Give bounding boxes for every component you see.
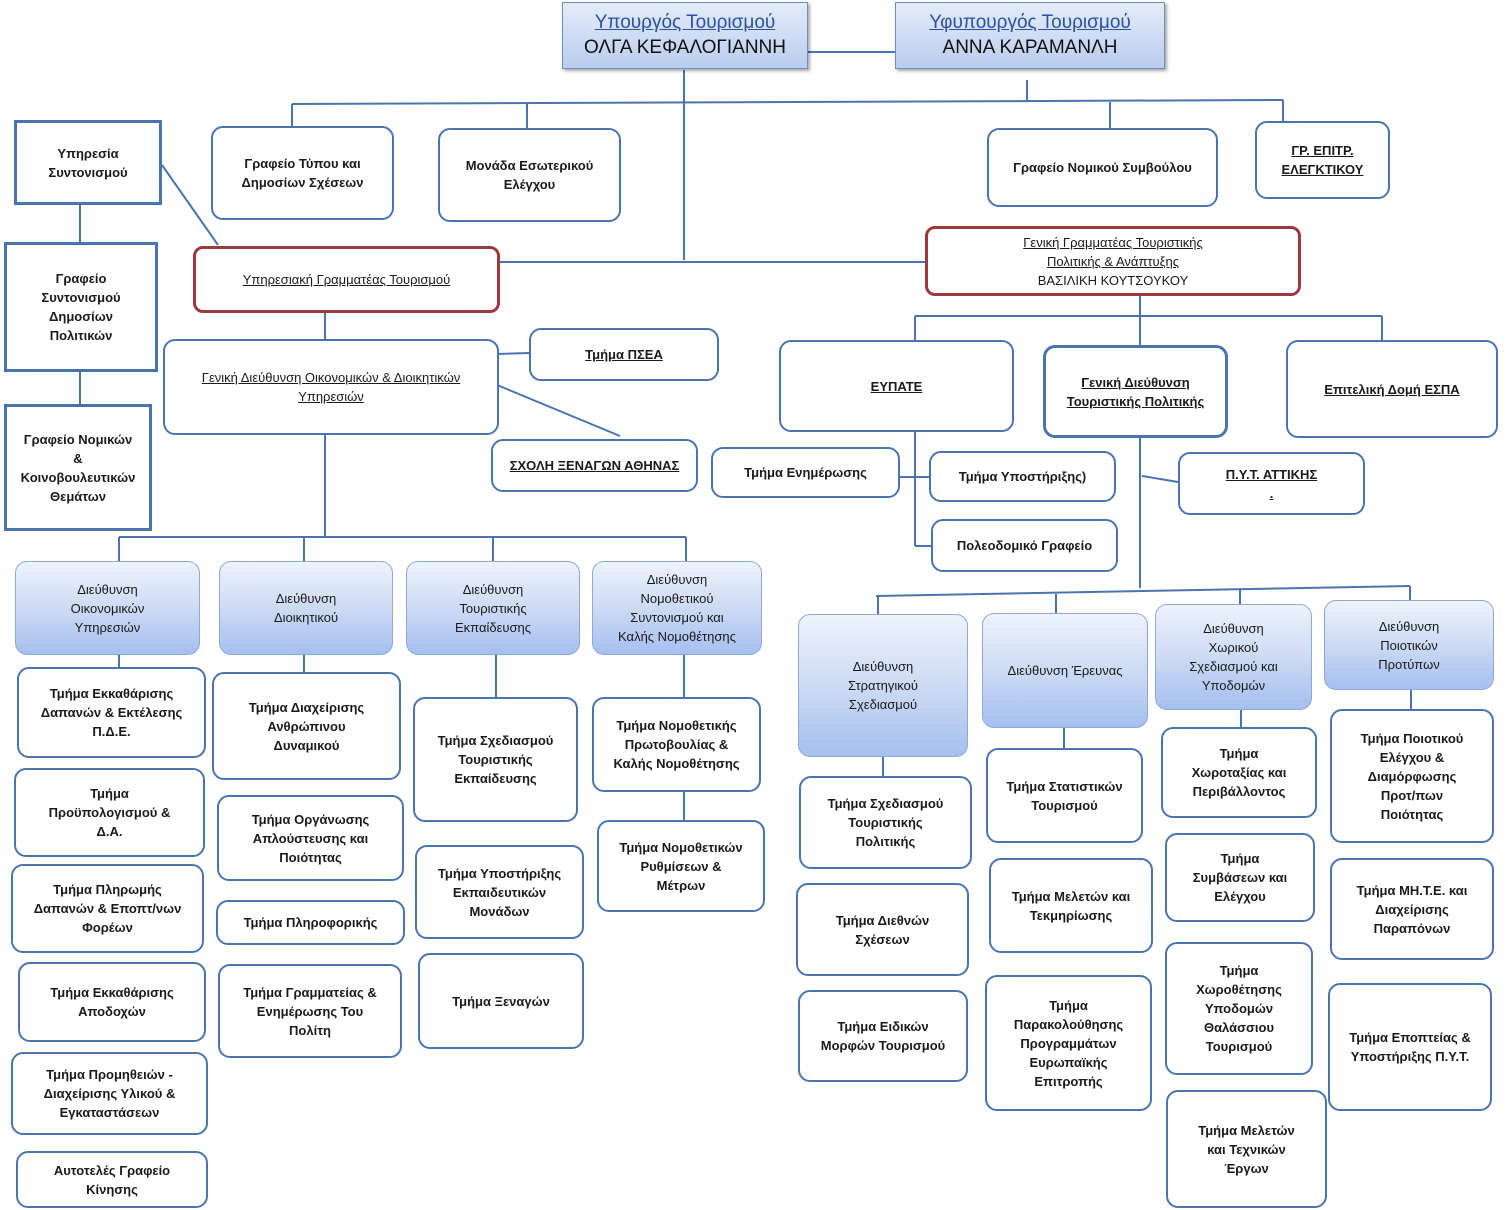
dept-box: Τμήμα Προϋπολογισμού & Δ.Α. [14,768,205,857]
directorate-administration-box: Διεύθυνση Διοικητικού [219,561,393,655]
dept-box: Τμήμα Μελετών και Τεχνικών Έργων [1166,1090,1327,1208]
directorate-tourism-education-box: Διεύθυνση Τουριστικής Εκπαίδευσης [406,561,580,655]
general-secretariat-name: ΒΑΣΙΛΙΚΗ ΚΟΥΤΣΟΥΚΟΥ [1037,272,1189,288]
service-secretary-box: Υπηρεσιακή Γραμματέας Τουρισμού [193,246,500,313]
guides-school-box: ΣΧΟΛΗ ΞΕΝΑΓΩΝ ΑΘΗΝΑΣ [491,439,698,492]
dept-box: Τμήμα Συμβάσεων και Ελέγχου [1165,833,1315,922]
public-policy-office-box: Γραφείο Συντονισμού Δημοσίων Πολιτικών [4,242,158,372]
minister-box: Υπουργός Τουρισμού ΟΛΓΑ ΚΕΦΑΛΟΓΙΑΝΝΗ [562,2,808,69]
deputy-minister-box: Υφυπουργός Τουρισμού ΑΝΝΑ ΚΑΡΑΜΑΝΛΗ [895,2,1165,69]
dept-box: Τμήμα Ποιοτικού Ελέγχου & Διαμόρφωσης Πρ… [1330,709,1494,843]
directorate-strategic-planning-box: Διεύθυνση Στρατηγικού Σχεδιασμού [798,614,968,757]
dept-box: Τμήμα Πληρωμής Δαπανών & Εποπτ/νων Φορέω… [11,864,204,953]
legal-parliamentary-office-box: Γραφείο Νομικών & Κοινοβουλευτικών Θεμάτ… [4,404,152,531]
dept-box: Τμήμα Χωροθέτησης Υποδομών Θαλάσσιου Του… [1165,942,1313,1075]
audit-committee-box: ΓΡ. ΕΠΙΤΡ. ΕΛΕΓΚΤΙΚΟΥ [1255,121,1390,199]
minister-name: ΟΛΓΑ ΚΕΦΑΛΟΓΙΑΝΝΗ [583,36,787,58]
dept-box: Τμήμα Παρακολούθησης Προγραμμάτων Ευρωπα… [985,975,1152,1111]
dept-box: Τμήμα Εποπτείας & Υποστήριξης Π.Υ.Τ. [1328,983,1492,1111]
dept-box: Τμήμα Σχεδιασμού Τουριστικής Εκπαίδευσης [413,697,578,822]
info-dept-box: Τμήμα Ενημέρωσης [711,447,900,498]
general-secretariat-line1: Γενική Γραμματέας Τουριστικής [1023,234,1203,250]
dept-box: Τμήμα Ξεναγών [418,953,584,1049]
dept-box: Τμήμα Γραμματείας & Ενημέρωσης Του Πολίτ… [218,964,402,1058]
minister-title: Υπουργός Τουρισμού [594,11,776,33]
dept-box: Τμήμα Ειδικών Μορφών Τουρισμού [798,990,968,1082]
dept-box: Τμήμα Σχεδιασμού Τουριστικής Πολιτικής [799,776,972,869]
dept-box: Τμήμα Εκκαθάρισης Δαπανών & Εκτέλεσης Π.… [17,667,206,758]
directorate-spatial-planning-box: Διεύθυνση Χωρικού Σχεδιασμού και Υποδομώ… [1155,604,1312,710]
psea-dept-box: Τμήμα ΠΣΕΑ [529,328,719,381]
directorate-research-box: Διεύθυνση Έρευνας [982,613,1148,728]
dept-box: Αυτοτελές Γραφείο Κίνησης [16,1151,208,1208]
dept-box: Τμήμα Προμηθειών - Διαχείρισης Υλικού & … [11,1052,208,1135]
dept-box: Τμήμα Εκκαθάρισης Αποδοχών [18,962,206,1042]
dept-box: Τμήμα Πληροφορικής [216,900,405,945]
coordination-service-box: Υπηρεσία Συντονισμού [14,120,162,205]
espa-structure-box: Επιτελική Δομή ΕΣΠΑ [1286,340,1498,438]
support-dept-box: Τμήμα Υποστήριξης) [929,451,1116,502]
dept-box: Τμήμα Μελετών και Τεκμηρίωσης [989,858,1153,953]
deputy-minister-name: ΑΝΝΑ ΚΑΡΑΜΑΝΛΗ [942,36,1118,58]
dept-box: Τμήμα Οργάνωσης Απλούστευσης και Ποιότητ… [217,795,404,881]
legal-advisor-box: Γραφείο Νομικού Συμβούλου [987,128,1218,207]
dept-box: Τμήμα Διεθνών Σχέσεων [796,883,969,976]
dept-box: Τμήμα Νομοθετικών Ρυθμίσεων & Μέτρων [597,820,765,912]
directorate-legislation-box: Διεύθυνση Νομοθετικού Συντονισμού και Κα… [592,561,762,655]
dept-box: Τμήμα Υποστήριξης Εκπαιδευτικών Μονάδων [415,845,584,939]
planning-office-box: Πολεοδομικό Γραφείο [931,519,1118,572]
pyt-attica-box: Π.Υ.Τ. ΑΤΤΙΚΗΣ . [1178,452,1365,515]
dept-box: Τμήμα Στατιστικών Τουρισμού [986,748,1143,843]
gd-tourism-policy-box: Γενική Διεύθυνση Τουριστικής Πολιτικής [1043,345,1228,438]
directorate-finance-box: Διεύθυνση Οικονομικών Υπηρεσιών [15,561,200,655]
dept-box: Τμήμα ΜΗ.Τ.Ε. και Διαχείρισης Παραπόνων [1330,858,1494,960]
dept-box: Τμήμα Νομοθετικής Πρωτοβουλίας & Καλής Ν… [592,697,761,792]
gd-finance-box: Γενική Διεύθυνση Οικονομικών & Διοικητικ… [163,339,499,435]
deputy-minister-title: Υφυπουργός Τουρισμού [929,11,1131,33]
dept-box: Τμήμα Χωροταξίας και Περιβάλλοντος [1161,727,1317,818]
press-office-box: Γραφείο Τύπου και Δημοσίων Σχέσεων [211,126,394,220]
dept-box: Τμήμα Διαχείρισης Ανθρώπινου Δυναμικού [212,672,401,780]
general-secretariat-box: Γενική Γραμματέας Τουριστικής Πολιτικής … [925,226,1301,296]
eypate-box: ΕΥΠΑΤΕ [779,340,1014,432]
general-secretariat-line2: Πολιτικής & Ανάπτυξης [1047,253,1179,269]
internal-audit-box: Μονάδα Εσωτερικού Ελέγχου [438,128,621,222]
directorate-quality-standards-box: Διεύθυνση Ποιοτικών Προτύπων [1324,600,1494,690]
